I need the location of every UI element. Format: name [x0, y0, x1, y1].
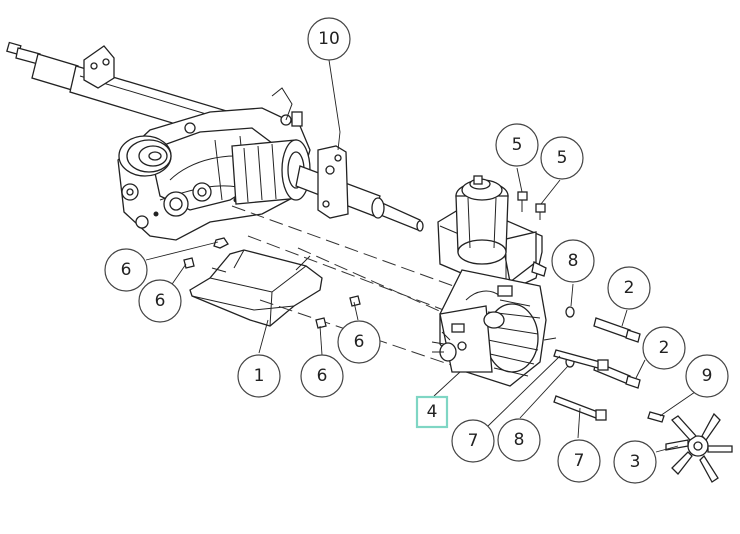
callout-2-b: 2 [642, 326, 686, 370]
callout-5-b: 5 [540, 136, 584, 180]
callout-9: 9 [685, 354, 729, 398]
callout-7-b: 7 [557, 439, 601, 483]
callout-6-b: 6 [138, 279, 182, 323]
pins-2 [593, 317, 641, 389]
callout-6-a: 6 [104, 248, 148, 292]
callout-1-label: 1 [254, 366, 265, 386]
callout-3: 3 [613, 440, 657, 484]
callout-8-a: 8 [551, 239, 595, 283]
callout-6-a-label: 6 [121, 260, 132, 280]
callout-1: 1 [237, 354, 281, 398]
callout-7-a: 7 [451, 419, 495, 463]
callout-6-c: 6 [337, 320, 381, 364]
callout-7-a-label: 7 [468, 431, 479, 451]
bolts-7 [553, 349, 609, 421]
cooling-fan-3 [665, 412, 733, 483]
callout-6-d: 6 [300, 354, 344, 398]
callout-9-label: 9 [702, 366, 713, 386]
callout-8-a-label: 8 [568, 251, 579, 271]
callout-2-a: 2 [607, 266, 651, 310]
callout-6-c-label: 6 [354, 332, 365, 352]
callout-5-a-label: 5 [512, 135, 523, 155]
callout-8-b-label: 8 [514, 430, 525, 450]
callout-10: 10 [307, 17, 351, 61]
guard-plate [189, 249, 323, 327]
drive-pulley [118, 135, 172, 177]
callout-5-b-label: 5 [557, 148, 568, 168]
axle-bracket [83, 45, 115, 89]
callout-3-label: 3 [630, 452, 641, 472]
callout-4-highlighted: 4 [415, 395, 449, 429]
hardware-screws-5 [517, 191, 546, 220]
callout-4-label: 4 [427, 402, 438, 422]
motor-assembly [431, 175, 557, 387]
callout-5-a: 5 [495, 123, 539, 167]
callout-6-b-label: 6 [155, 291, 166, 311]
callout-6-d-label: 6 [317, 366, 328, 386]
callout-8-b: 8 [497, 418, 541, 462]
callout-10-label: 10 [318, 29, 340, 49]
callout-2-b-label: 2 [659, 338, 670, 358]
key-9 [647, 411, 665, 423]
mounting-plate [317, 145, 349, 219]
callout-7-b-label: 7 [574, 451, 585, 471]
callout-2-a-label: 2 [624, 278, 635, 298]
output-shaft [295, 165, 424, 232]
